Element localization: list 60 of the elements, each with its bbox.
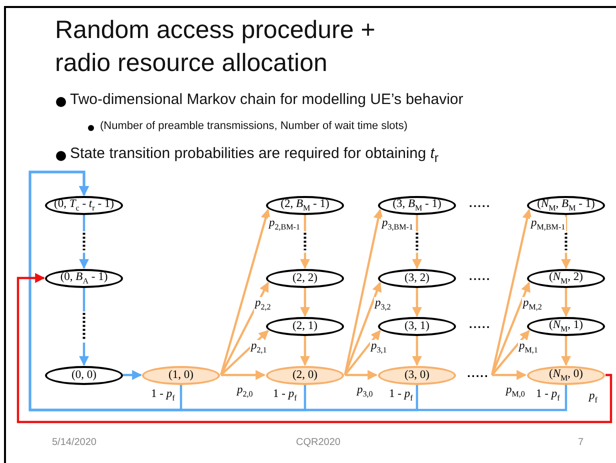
state-ellipse: (2, 2) [266, 268, 344, 288]
state-ellipse: (2, 0) [266, 366, 344, 384]
footer-text: CQR2020 [296, 437, 340, 448]
arrow [491, 330, 530, 376]
arrow [412, 336, 422, 366]
sub-bullet-text: (Number of preamble transmissions, Number of wait time slots) [100, 120, 408, 132]
bullet-text: Two-dimensional Markov chain for modelling UE’s behavior [70, 91, 464, 108]
arrow [344, 282, 382, 376]
arrow [561, 336, 571, 366]
arrow [300, 336, 310, 366]
arrow [300, 288, 310, 317]
state-ellipse: (N$_{M}$, 0) [527, 366, 605, 384]
arrow [490, 282, 530, 376]
arrow [79, 288, 89, 366]
arrow [561, 288, 571, 317]
arrow [490, 208, 532, 376]
ellipsis-dots: ..... [469, 269, 491, 283]
edge-label: p$_{3,BM-1}$ [381, 217, 414, 234]
arrow [28, 170, 568, 412]
state-ellipse: (0, B$_{A}$ - 1) [45, 268, 123, 288]
ellipsis-dots: ..... [469, 317, 491, 331]
arrow [220, 330, 269, 376]
arrow [123, 370, 142, 380]
arrow [300, 215, 310, 269]
state-ellipse: (N$_{M}$, 1) [527, 316, 605, 336]
edge-label: p$_{3,2}$ [374, 297, 392, 314]
arrow [344, 208, 384, 376]
edge-label: p$_{2,BM-1}$ [268, 217, 302, 234]
arrow [412, 288, 422, 317]
edge-label: p$_{3,1}$ [370, 340, 388, 356]
arrow [345, 370, 378, 380]
state-ellipse: (2, B$_{M}$ - 1) [266, 196, 344, 214]
state-ellipse: (2, 1) [266, 316, 344, 336]
state-ellipse: (3, 2) [378, 268, 456, 288]
state-ellipse: (1, 0) [142, 366, 220, 384]
edge-label: p$_{2,2}$ [254, 297, 272, 314]
state-ellipse: (3, B$_{M}$ - 1) [378, 196, 456, 214]
slide-title: Random access procedure + radio resource allocation [55, 15, 376, 79]
state-ellipse: (0, 0) [45, 366, 123, 384]
state-ellipse: (3, 1) [378, 316, 456, 336]
state-ellipse: (0, T$_{c}$ - t$_{r}$ - 1) [45, 196, 123, 214]
slide-number: 7 [578, 437, 584, 448]
edge-label: p$_{M,BM-1}$ [530, 217, 566, 234]
state-ellipse: (N$_{M}$, 2) [527, 268, 605, 288]
arrow [221, 370, 266, 380]
arrow [79, 215, 89, 269]
bullet-text: State transition probabilities are required for obtaining t$_{r}$ [70, 145, 439, 165]
edge-label: p$_{M,2}$ [522, 297, 543, 314]
arrow [412, 215, 422, 269]
footer-date: 5/14/2020 [52, 437, 96, 448]
ellipsis-dots: ..... [469, 196, 491, 210]
state-ellipse: (3, 0) [378, 366, 456, 384]
arrow [220, 208, 270, 376]
edge-label: p$_{M,1}$ [518, 340, 539, 356]
ellipsis-dots: ..... [465, 366, 491, 380]
arrow [16, 273, 612, 424]
arrow [220, 282, 270, 376]
arrow [492, 370, 526, 380]
arrow [344, 330, 381, 376]
edge-label: p$_{2,1}$ [250, 340, 268, 356]
